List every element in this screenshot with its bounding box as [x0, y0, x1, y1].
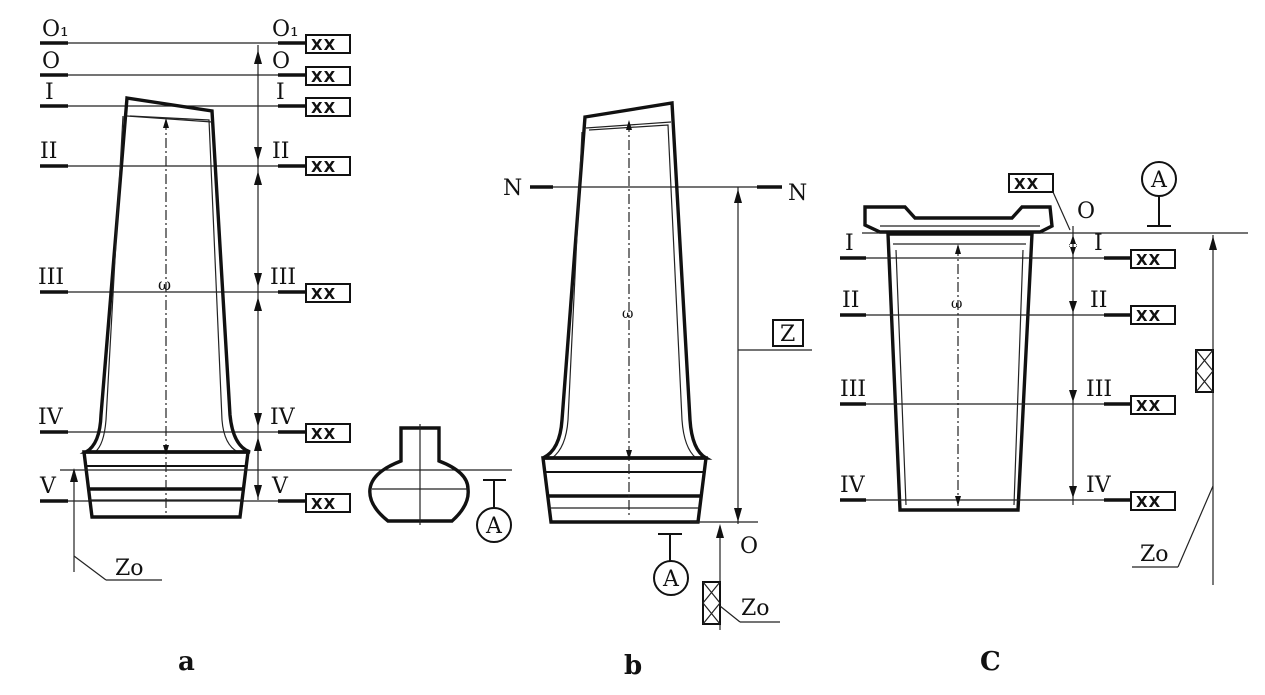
axis-mark-c: ω — [951, 296, 962, 312]
section-label-right-4: IV — [270, 405, 296, 430]
section-label-right-o1: O₁ — [272, 17, 299, 42]
tolerance-box-a-o: XX — [311, 68, 336, 86]
section-stubs — [40, 41, 305, 503]
section-label-c-left-2: II — [842, 288, 859, 313]
dimension-chain-a — [254, 45, 262, 500]
tolerance-box-a-1: XX — [311, 99, 336, 117]
section-profile-a — [368, 426, 470, 523]
tolerance-box-a-o1: XX — [311, 36, 336, 54]
caption-a: a — [178, 647, 195, 677]
tolerance-box-a-4: XX — [311, 425, 336, 443]
section-label-right-o: O — [272, 49, 290, 74]
blade-root-b — [541, 456, 708, 524]
blade-body-c — [886, 232, 1034, 512]
section-label-right-2: II — [272, 139, 289, 164]
n-label-left: N — [503, 176, 522, 201]
datum-a-marker: A — [476, 479, 512, 543]
section-label-right-5: V — [271, 474, 289, 499]
section-label-left-o: O — [42, 49, 60, 74]
n-label-right: N — [788, 181, 807, 206]
section-label-c-right-1: I — [1094, 231, 1103, 256]
tolerance-box-c-2: XX — [1136, 307, 1161, 325]
caption-b: b — [624, 651, 642, 681]
datum-c-marker: A — [1141, 161, 1177, 227]
section-label-left-5: V — [39, 474, 57, 499]
axis-mark-a: ω — [158, 275, 171, 294]
z-box-label: Z — [780, 322, 795, 347]
section-label-left-3: III — [38, 265, 64, 290]
zo-label-b: Zo — [741, 596, 770, 621]
figure-c: I II III IV I II III IV XX XX XX XX XX O… — [840, 161, 1248, 677]
section-label-left-4: IV — [38, 405, 64, 430]
section-label-c-right-3: III — [1086, 377, 1112, 402]
zo-label-a: Zo — [115, 556, 144, 581]
zo-label-c: Zo — [1140, 542, 1169, 567]
zo-indicator-c: Zo — [1132, 235, 1217, 585]
section-label-right-1: I — [276, 80, 285, 105]
tolerance-box-c-3: XX — [1136, 397, 1161, 415]
tolerance-box-c-4: XX — [1136, 493, 1161, 511]
tolerance-boxes-c: XX XX XX XX XX — [1008, 173, 1176, 511]
section-label-c-right-2: II — [1090, 288, 1107, 313]
shroud-c — [863, 205, 1054, 234]
tolerance-box-c-top: XX — [1014, 175, 1039, 193]
caption-c: C — [980, 647, 1001, 677]
section-stubs-c — [840, 256, 1130, 502]
blade-airfoil-a — [79, 96, 251, 454]
zo-indicator-a: Zo — [70, 468, 162, 581]
section-label-c-left-4: IV — [840, 473, 866, 498]
datum-label-a: A — [485, 514, 503, 539]
dimension-chain-c — [1069, 226, 1077, 505]
z-dimension-b: Z O — [734, 187, 812, 559]
section-label-c-left-3: III — [840, 377, 866, 402]
datum-label-b: A — [662, 567, 680, 592]
tolerance-boxes-a: XX XX XX XX XX XX XX — [305, 34, 351, 513]
tolerance-box-a-3: XX — [311, 285, 336, 303]
tolerance-box-a-2: XX — [311, 158, 336, 176]
tolerance-box-a-5: XX — [311, 495, 336, 513]
figure-b: N N ω Z O A — [503, 101, 812, 681]
figure-a: O₁ O I II III IV V O₁ O I II III IV V XX… — [38, 17, 512, 677]
datum-b-marker: A — [653, 533, 689, 596]
top-label-c: O — [1077, 199, 1095, 224]
zero-label-b: O — [740, 534, 758, 559]
section-label-left-1: I — [45, 80, 54, 105]
tolerance-box-c-1: XX — [1136, 251, 1161, 269]
section-label-left-o1: O₁ — [42, 17, 69, 42]
zo-indicator-b: Zo — [702, 524, 780, 630]
axis-mark-b: ω — [622, 306, 633, 322]
section-label-c-right-4: IV — [1086, 473, 1112, 498]
blade-root-a — [82, 450, 250, 519]
datum-label-c: A — [1150, 168, 1168, 193]
section-label-c-left-1: I — [845, 231, 854, 256]
section-label-right-3: III — [270, 265, 296, 290]
section-label-left-2: II — [40, 139, 57, 164]
